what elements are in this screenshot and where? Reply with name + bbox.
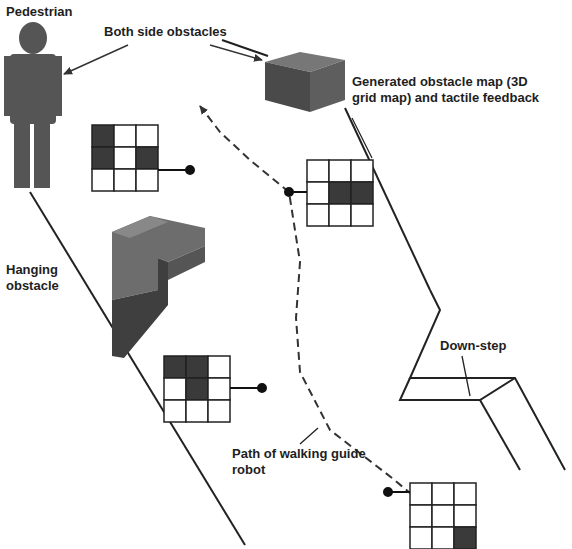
grid-cell	[114, 169, 136, 191]
grid-cell	[351, 204, 373, 226]
pointer-arrow	[64, 45, 128, 74]
grid-cell	[432, 483, 454, 505]
step-label: Down-step	[440, 338, 550, 354]
grid-maps	[92, 125, 476, 549]
map-label: Generated obstacle map (3D grid map) and…	[352, 74, 552, 106]
grid-cell	[136, 169, 158, 191]
grid-cell	[164, 400, 186, 422]
obstacle-label: Both side obstacles	[104, 24, 274, 40]
grid-cell	[136, 147, 158, 169]
grid-cell	[410, 527, 432, 549]
grid-cell	[454, 483, 476, 505]
pedestrian-figure	[4, 22, 62, 188]
grid-cell	[454, 527, 476, 549]
grid-cell	[208, 378, 230, 400]
grid-cell	[410, 505, 432, 527]
grid-cell	[186, 356, 208, 378]
grid-leaders	[158, 166, 410, 496]
grid-cell	[114, 147, 136, 169]
grid-cell	[186, 400, 208, 422]
pedestrian-label: Pedestrian	[6, 4, 116, 20]
grid-cell	[454, 505, 476, 527]
grid-cell	[410, 483, 432, 505]
grid-cell	[114, 125, 136, 147]
robot-path	[200, 106, 452, 528]
box-obstacle	[265, 52, 345, 112]
grid-cell	[136, 125, 158, 147]
grid-cell	[307, 204, 329, 226]
grid-cell	[92, 125, 114, 147]
hanging-obstacle	[112, 216, 205, 358]
leader-line	[300, 118, 470, 444]
pointer-arrow	[210, 45, 262, 60]
grid-cell	[432, 505, 454, 527]
grid-cell	[164, 378, 186, 400]
grid-cell	[329, 160, 351, 182]
grid-cell	[92, 147, 114, 169]
grid-cell	[208, 400, 230, 422]
corridor-edge	[30, 40, 565, 545]
grid-cell	[329, 204, 351, 226]
path-label: Path of walking guide robot	[232, 446, 402, 478]
grid-cell	[208, 356, 230, 378]
grid-cell	[329, 182, 351, 204]
grid-cell	[92, 169, 114, 191]
grid-cell	[432, 527, 454, 549]
grid-cell	[351, 160, 373, 182]
grid-cell	[351, 182, 373, 204]
grid-cell	[307, 160, 329, 182]
grid-cell	[307, 182, 329, 204]
hanging-label: Hanging obstacle	[6, 262, 106, 294]
grid-cell	[164, 356, 186, 378]
grid-cell	[186, 378, 208, 400]
